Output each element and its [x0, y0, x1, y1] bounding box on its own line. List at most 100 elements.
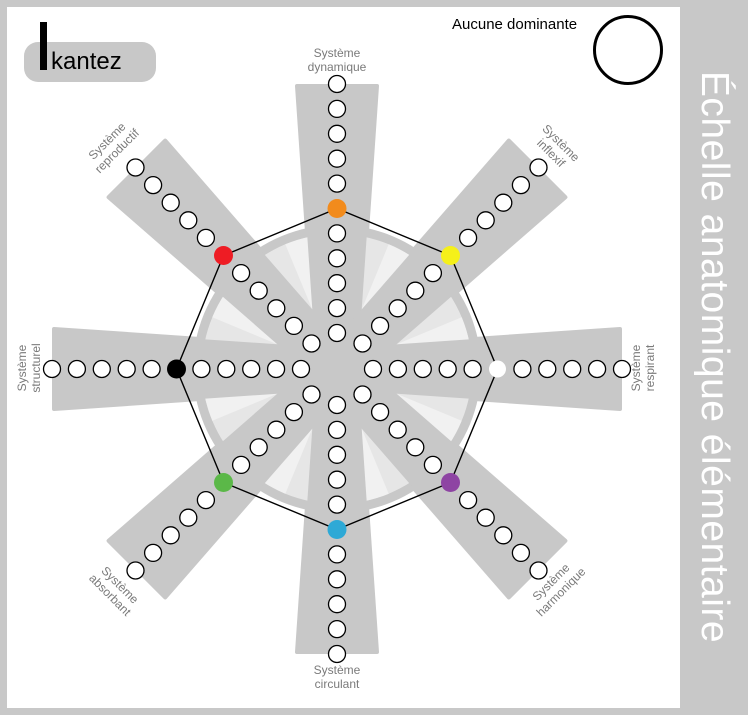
scale-dot-structurel[interactable]: [192, 359, 211, 379]
scale-dot-absorbant[interactable]: [161, 526, 180, 545]
scale-dot-structurel[interactable]: [266, 359, 286, 379]
scale-dot-reproductif[interactable]: [249, 281, 268, 300]
marker-inflexif[interactable]: [441, 246, 460, 265]
scale-dot-harmonique[interactable]: [388, 420, 407, 439]
scale-dot-respirant[interactable]: [612, 359, 632, 379]
label-line2: dynamique: [307, 60, 367, 74]
scale-dot-inflexif[interactable]: [458, 228, 478, 248]
legend-circle[interactable]: [593, 15, 663, 85]
label-line2: circulant: [314, 677, 360, 691]
scale-dot-inflexif[interactable]: [529, 158, 548, 177]
scale-dot-circulant[interactable]: [327, 445, 347, 464]
scale-dot-circulant[interactable]: [327, 619, 347, 639]
scale-dot-circulant[interactable]: [327, 495, 347, 514]
scale-dot-dynamique[interactable]: [327, 99, 347, 119]
scale-dot-structurel[interactable]: [217, 359, 236, 379]
scale-dot-respirant[interactable]: [413, 359, 432, 379]
scale-dot-harmonique[interactable]: [406, 438, 425, 457]
scale-dot-harmonique[interactable]: [353, 385, 372, 404]
marker-harmonique[interactable]: [441, 473, 460, 492]
scale-dot-reproductif[interactable]: [179, 211, 198, 230]
scale-dot-respirant[interactable]: [563, 359, 582, 379]
scale-dot-absorbant[interactable]: [179, 508, 198, 527]
marker-respirant[interactable]: [489, 360, 506, 378]
label-structurel: Système structurel: [15, 343, 43, 392]
scale-dot-reproductif[interactable]: [231, 263, 251, 283]
scale-dot-reproductif[interactable]: [161, 193, 180, 212]
scale-dot-absorbant[interactable]: [126, 561, 145, 580]
scale-dot-inflexif[interactable]: [476, 211, 495, 230]
scale-dot-dynamique[interactable]: [327, 323, 347, 343]
scale-dot-inflexif[interactable]: [406, 281, 425, 300]
scale-dot-harmonique[interactable]: [423, 455, 443, 475]
scale-dot-absorbant[interactable]: [302, 385, 321, 404]
scale-dot-reproductif[interactable]: [143, 175, 163, 195]
marker-absorbant[interactable]: [214, 473, 233, 492]
scale-dot-respirant[interactable]: [587, 359, 607, 379]
scale-dot-inflexif[interactable]: [370, 316, 390, 336]
scale-dot-harmonique[interactable]: [529, 561, 548, 580]
scale-dot-inflexif[interactable]: [423, 263, 443, 283]
scale-dot-inflexif[interactable]: [494, 193, 513, 212]
marker-structurel[interactable]: [167, 359, 186, 379]
scale-dot-structurel[interactable]: [142, 359, 161, 379]
scale-dot-absorbant[interactable]: [249, 438, 268, 457]
scale-dot-inflexif[interactable]: [388, 299, 407, 318]
scale-dot-structurel[interactable]: [242, 359, 261, 379]
scale-dot-dynamique[interactable]: [327, 124, 347, 143]
scale-dot-harmonique[interactable]: [476, 508, 495, 527]
scale-dot-dynamique[interactable]: [327, 149, 347, 168]
scale-dot-respirant[interactable]: [438, 359, 457, 379]
scale-dot-circulant[interactable]: [327, 644, 347, 664]
logo-bar: [40, 22, 47, 70]
scale-dot-structurel[interactable]: [92, 359, 111, 379]
scale-dot-reproductif[interactable]: [196, 228, 216, 248]
scale-dot-dynamique[interactable]: [327, 224, 347, 243]
scale-dot-circulant[interactable]: [327, 395, 347, 415]
scale-dot-circulant[interactable]: [327, 595, 347, 614]
scale-dot-structurel[interactable]: [291, 359, 311, 379]
scale-dot-circulant[interactable]: [327, 420, 347, 440]
scale-dot-reproductif[interactable]: [284, 316, 304, 336]
scale-dot-respirant[interactable]: [538, 359, 557, 379]
scale-dot-absorbant[interactable]: [196, 490, 216, 510]
label-line2: respirant: [643, 344, 657, 392]
scale-dot-dynamique[interactable]: [327, 174, 347, 193]
scale-dot-dynamique[interactable]: [327, 74, 347, 94]
scale-dot-harmonique[interactable]: [458, 490, 478, 510]
scale-dot-respirant[interactable]: [463, 359, 482, 379]
scale-dot-harmonique[interactable]: [511, 543, 531, 563]
scale-dot-absorbant[interactable]: [284, 402, 304, 422]
scale-dot-absorbant[interactable]: [143, 543, 163, 563]
scale-dot-structurel[interactable]: [42, 359, 62, 379]
scale-dot-circulant[interactable]: [327, 570, 347, 589]
scale-dot-reproductif[interactable]: [126, 158, 145, 177]
label-line2: structurel: [29, 343, 43, 393]
scale-dot-circulant[interactable]: [327, 470, 347, 489]
scale-dot-respirant[interactable]: [363, 359, 383, 379]
scale-dot-circulant[interactable]: [327, 545, 347, 564]
scale-dot-reproductif[interactable]: [302, 334, 321, 353]
scale-dot-harmonique[interactable]: [370, 402, 390, 422]
scale-dot-absorbant[interactable]: [267, 420, 286, 439]
marker-reproductif[interactable]: [214, 246, 233, 265]
logo-text: kantez: [51, 48, 122, 75]
label-line1: Système: [629, 344, 643, 392]
scale-dot-absorbant[interactable]: [231, 455, 251, 475]
marker-circulant[interactable]: [327, 520, 347, 539]
label-circulant: Système circulant: [314, 663, 361, 691]
scale-dot-respirant[interactable]: [513, 359, 532, 379]
legend-label: Aucune dominante: [452, 16, 578, 33]
scale-dot-structurel[interactable]: [117, 359, 136, 379]
scale-dot-structurel[interactable]: [67, 359, 87, 379]
scale-dot-dynamique[interactable]: [327, 298, 347, 318]
scale-dot-dynamique[interactable]: [327, 249, 347, 268]
label-line1: Système: [313, 663, 361, 677]
scale-dot-reproductif[interactable]: [267, 299, 286, 318]
scale-dot-dynamique[interactable]: [327, 274, 347, 293]
scale-dot-harmonique[interactable]: [494, 526, 513, 545]
marker-dynamique[interactable]: [327, 199, 347, 218]
scale-dot-respirant[interactable]: [388, 359, 408, 379]
scale-dot-inflexif[interactable]: [511, 175, 531, 195]
scale-dot-inflexif[interactable]: [353, 334, 372, 353]
